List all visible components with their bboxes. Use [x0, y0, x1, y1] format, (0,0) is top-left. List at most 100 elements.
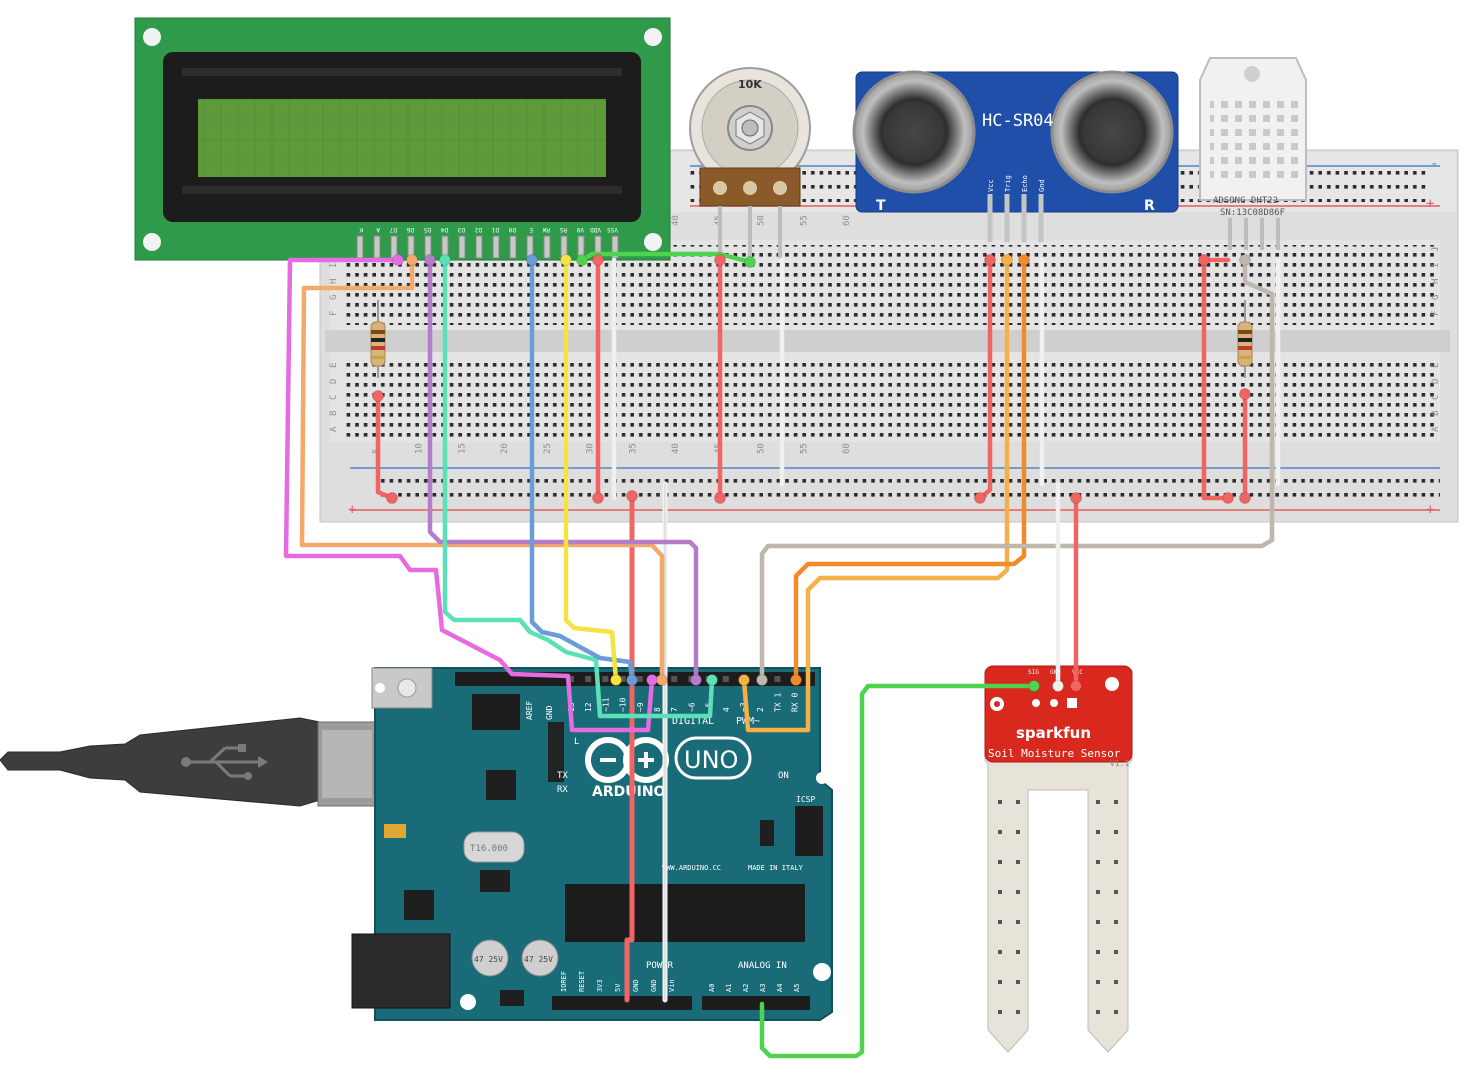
column-number: 15 — [457, 443, 467, 454]
digital-pin — [568, 676, 574, 682]
column-number: 50 — [757, 215, 767, 226]
wire-endpoints — [372, 254, 1251, 692]
digital-pin — [585, 676, 592, 682]
wire-end-dot — [1222, 492, 1234, 504]
arduino-model: UNO — [684, 746, 738, 774]
arduino-uno: 47 25V 47 25V T16.000 UNO ARDUINO DIGITA… — [351, 667, 833, 1021]
lcd-pin-label: D0 — [508, 226, 516, 233]
wire-end-dot — [790, 674, 802, 686]
power-header — [552, 996, 692, 1010]
soil-moisture-sensor: sparkfun Soil Moisture Sensor V1.1 SIG GN… — [984, 665, 1133, 1053]
power-pin-label: 3V3 — [596, 979, 604, 992]
digital-pin-label: 8 — [653, 707, 662, 712]
row-letter: I — [1431, 263, 1441, 268]
digital-pin — [602, 676, 609, 682]
usb-icon — [181, 744, 268, 780]
lcd-pin — [356, 235, 364, 259]
column-number: 55 — [799, 215, 809, 226]
column-number: 60 — [842, 443, 852, 454]
resistor-lcd — [370, 300, 386, 378]
wire-end-dot — [576, 254, 588, 266]
column-number: 30 — [586, 443, 596, 454]
website-label: WWW.ARDUINO.CC — [662, 864, 721, 872]
column-number: 60 — [842, 215, 852, 226]
soil-sensor-version: V1.1 — [1110, 759, 1129, 768]
row-letter: D — [329, 379, 339, 384]
lcd-pin-label: D3 — [457, 226, 465, 233]
wire-trig — [741, 257, 1010, 733]
row-letter: G — [1431, 295, 1441, 300]
wire-end-dot — [706, 674, 718, 686]
soil-pin-label: GND — [1050, 669, 1061, 676]
row-letter: F — [329, 311, 339, 316]
digital-pin-label: 2 — [756, 707, 765, 712]
probe-dot — [1096, 890, 1100, 894]
wire-end-dot — [690, 674, 702, 686]
wire-end-dot — [560, 254, 572, 266]
gnd-label: GND — [545, 705, 554, 720]
lcd-pin — [492, 235, 500, 259]
lcd-pin-label: VDD — [590, 226, 601, 233]
power-pin-label: GND — [632, 979, 640, 992]
digital-pin-label: 7 — [670, 707, 679, 712]
probe-dot — [1114, 920, 1118, 924]
wire-end-dot — [439, 254, 451, 266]
soil-sensor-brand: sparkfun — [1016, 724, 1091, 742]
row-letter: H — [1431, 279, 1441, 284]
digital-pin-label: ~6 — [687, 702, 696, 712]
lcd-pin-label: D5 — [423, 226, 431, 233]
probe-dot — [1114, 980, 1118, 984]
capacitor-label-1: 47 25V — [474, 955, 503, 964]
arduino-brand: ARDUINO — [592, 784, 666, 800]
probe-dot — [1096, 950, 1100, 954]
digital-pin-label: TX 1 — [773, 693, 782, 712]
lcd-pin-label: V0 — [576, 226, 584, 233]
row-letter: B — [329, 411, 339, 416]
lcd-pin-label: VSS — [607, 226, 618, 233]
soil-pin-label: SIG — [1028, 669, 1039, 676]
digital-pin-label: RX 0 — [791, 693, 800, 712]
lcd-pin-label: D7 — [389, 226, 397, 233]
probe-dot — [1096, 860, 1100, 864]
wire-peach — [299, 257, 665, 683]
probe-dot — [998, 860, 1002, 864]
lcd-pin-label: D1 — [491, 226, 499, 233]
probe-dot — [1016, 1010, 1020, 1014]
wire-end-dot — [1028, 680, 1040, 692]
column-number: 40 — [671, 443, 681, 454]
column-number: 25 — [543, 443, 553, 454]
probe-dot — [998, 800, 1002, 804]
column-number: 55 — [799, 443, 809, 454]
wire-end-dot — [1052, 680, 1064, 692]
column-number: 10 — [415, 443, 425, 454]
lcd-pin-label: K — [359, 226, 363, 233]
probe-dot — [1096, 920, 1100, 924]
analog-pin-label: A2 — [742, 984, 750, 992]
probe-dot — [998, 950, 1002, 954]
wire-end-dot — [1239, 388, 1251, 400]
power-pin-label: Vin — [668, 979, 676, 992]
resistor-dht — [1237, 300, 1253, 378]
lcd-pin-label: D2 — [474, 226, 482, 233]
probe-dot — [1096, 800, 1100, 804]
ultrasonic-pin-label: Gnd — [1038, 179, 1046, 192]
probe-dot — [1016, 980, 1020, 984]
probe-dot — [1016, 800, 1020, 804]
soil-sensor-title: Soil Moisture Sensor — [988, 747, 1121, 760]
lcd-pin-label: E — [529, 226, 533, 233]
row-letter: D — [1431, 379, 1441, 384]
wire-end-dot — [1239, 492, 1251, 504]
row-letter: H — [329, 279, 339, 284]
digital-pin — [722, 676, 729, 682]
wire-end-dot — [592, 254, 604, 266]
wire-end-dot — [406, 254, 418, 266]
potentiometer: 10K — [689, 67, 811, 258]
lcd-pin-label: D4 — [440, 226, 448, 233]
row-letter: A — [329, 426, 339, 432]
digital-pin — [636, 676, 643, 682]
wire-end-dot — [984, 254, 996, 266]
probe-dot — [1016, 920, 1020, 924]
